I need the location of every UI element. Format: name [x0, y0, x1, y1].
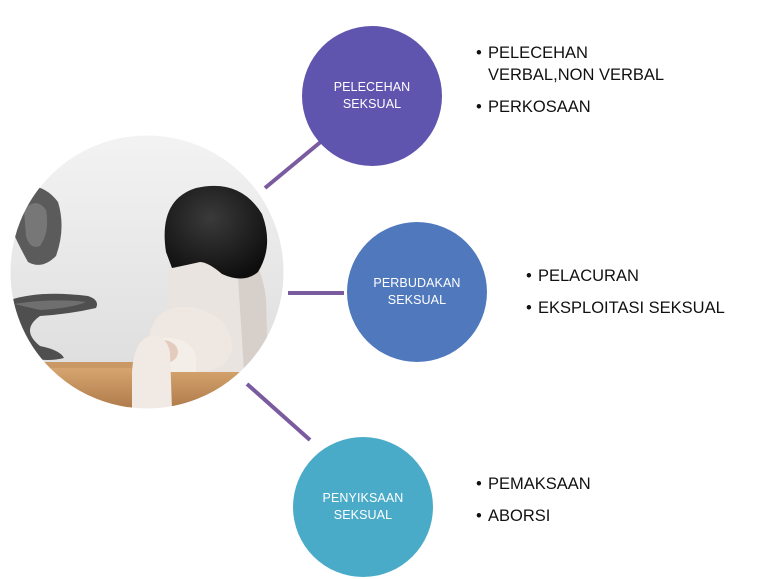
- list-item: PELACURAN: [526, 265, 725, 287]
- node-pelecehan-seksual: PELECEHAN SEKSUAL: [302, 26, 442, 166]
- node-label: PELECEHAN SEKSUAL: [334, 79, 411, 113]
- bullet-text: EKSPLOITASI SEKSUAL: [538, 297, 725, 319]
- list-item: EKSPLOITASI SEKSUAL: [526, 297, 725, 319]
- bullet-list-perbudakan: PELACURAN EKSPLOITASI SEKSUAL: [526, 265, 725, 329]
- connector-1: [265, 140, 323, 188]
- list-item: PERKOSAAN: [476, 96, 664, 118]
- bullet-text: PELACURAN: [538, 265, 725, 287]
- node-penyiksaan-seksual: PENYIKSAAN SEKSUAL: [293, 437, 433, 577]
- bullet-text: ABORSI: [488, 505, 591, 527]
- photo-hands-child-icon: [0, 130, 300, 425]
- list-item: ABORSI: [476, 505, 591, 527]
- node-label: PERBUDAKAN SEKSUAL: [373, 275, 460, 309]
- connector-3: [247, 384, 310, 440]
- bullet-list-pelecehan: PELECEHAN VERBAL,NON VERBAL PERKOSAAN: [476, 42, 664, 128]
- list-item: PEMAKSAAN: [476, 473, 591, 495]
- bullet-text: PELECEHAN VERBAL,NON VERBAL: [488, 42, 664, 86]
- node-perbudakan-seksual: PERBUDAKAN SEKSUAL: [347, 222, 487, 362]
- bullet-text: PERKOSAAN: [488, 96, 664, 118]
- node-label: PENYIKSAAN SEKSUAL: [323, 490, 404, 524]
- bullet-list-penyiksaan: PEMAKSAAN ABORSI: [476, 473, 591, 537]
- list-item: PELECEHAN VERBAL,NON VERBAL: [476, 42, 664, 86]
- bullet-text: PEMAKSAAN: [488, 473, 591, 495]
